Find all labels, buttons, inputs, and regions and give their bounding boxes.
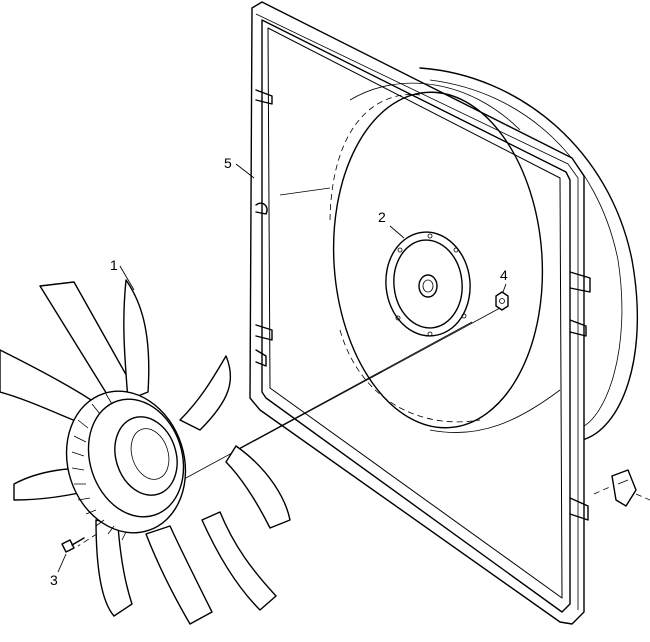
bolt	[61, 537, 85, 553]
callout-label-2: 2	[378, 209, 386, 225]
callout-label-4: 4	[500, 267, 508, 283]
callout-hub-cover: 2	[378, 209, 405, 239]
callout-label-5: 5	[224, 155, 232, 171]
nut	[495, 291, 509, 311]
callout-bolt: 3	[50, 553, 67, 588]
callout-nut: 4	[500, 267, 508, 293]
callout-shroud: 5	[224, 155, 255, 179]
callout-label-3: 3	[50, 572, 58, 588]
hub-cover	[385, 231, 471, 337]
callout-fan: 1	[110, 257, 135, 291]
mounting-bracket	[593, 469, 650, 507]
callout-label-1: 1	[110, 257, 118, 273]
fan-assembly	[0, 279, 291, 625]
